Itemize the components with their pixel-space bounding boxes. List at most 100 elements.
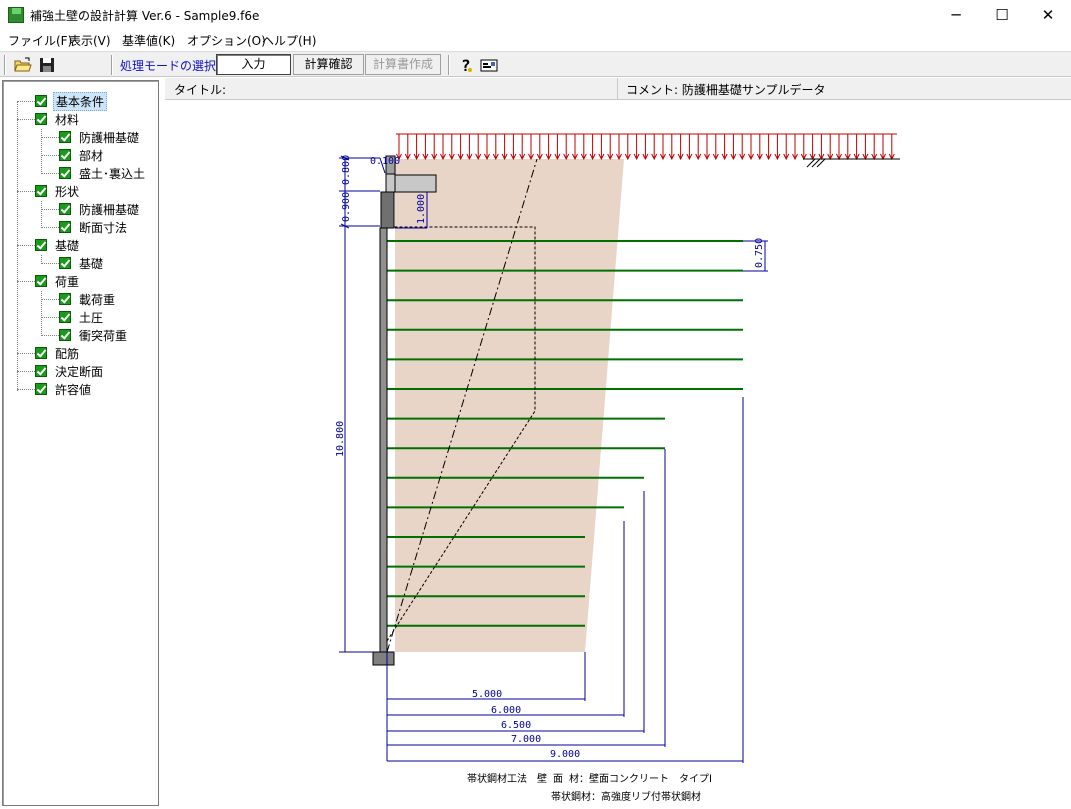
tree-item-label: 決定断面 xyxy=(55,364,104,379)
tree-item-materials-fence-foundation[interactable]: 防護柵基礎 xyxy=(59,128,141,146)
load-arrow xyxy=(748,134,754,161)
load-arrow xyxy=(510,134,517,161)
tree-item-members[interactable]: 部材 xyxy=(59,146,105,164)
checked-icon xyxy=(59,257,71,269)
load-arrow xyxy=(695,134,702,161)
tree-item-section-dimensions[interactable]: 断面寸法 xyxy=(59,218,129,236)
tree-connector xyxy=(41,227,59,228)
dim-length-5: 5.000 xyxy=(472,689,502,700)
dim-wall-height: 10.800 xyxy=(335,421,346,457)
tree-connector xyxy=(41,335,59,336)
fence-foundation xyxy=(380,155,437,229)
dim-fence-depth: 1.000 xyxy=(416,194,427,224)
close-button[interactable]: ✕ xyxy=(1041,6,1055,24)
minimize-button[interactable]: ─ xyxy=(951,6,961,24)
surcharge-load xyxy=(396,133,897,161)
load-arrow xyxy=(572,134,578,161)
menu-file[interactable]: ファイル(F) xyxy=(8,34,73,48)
tree-connector xyxy=(17,101,35,102)
title-field: タイトル: xyxy=(165,78,618,100)
tree-item-fill-soil[interactable]: 盛土･裏込土 xyxy=(59,164,147,182)
load-arrow xyxy=(501,134,508,161)
tree-item-surcharge[interactable]: 載荷重 xyxy=(59,290,117,308)
tree-item-earth-pressure[interactable]: 土圧 xyxy=(59,308,105,326)
card-icon[interactable] xyxy=(479,55,499,75)
toolbar: 処理モードの選択 入力 計算確認 計算書作成 ? xyxy=(0,51,1071,77)
load-arrow xyxy=(457,134,464,161)
tree-connector xyxy=(17,389,35,390)
load-arrow xyxy=(827,134,834,161)
tree-item-basic-conditions[interactable]: 基本条件 xyxy=(35,91,108,111)
load-arrow xyxy=(721,134,728,161)
load-arrow xyxy=(756,134,763,161)
tree-connector xyxy=(17,281,35,282)
toolbar-separator xyxy=(4,55,6,75)
title-bar: 補強土壁の設計計算 Ver.6 - Sample9.f6e ─ ☐ ✕ xyxy=(0,0,1071,30)
dimension-lines xyxy=(339,155,768,763)
load-arrow xyxy=(536,134,543,161)
tree-connector xyxy=(41,317,59,318)
tree-connector xyxy=(41,137,59,138)
load-arrow xyxy=(792,134,798,161)
menu-bar: ファイル(F) 表示(V) 基準値(K) オプション(O) ヘルプ(H) xyxy=(0,30,1071,50)
load-arrow xyxy=(413,134,420,161)
menu-view[interactable]: 表示(V) xyxy=(69,34,111,48)
tree-connector xyxy=(17,191,35,192)
load-arrow xyxy=(589,134,596,161)
tree-item-materials[interactable]: 材料 xyxy=(35,110,81,128)
tree-item-foundation[interactable]: 基礎 xyxy=(35,236,81,254)
menu-help[interactable]: ヘルプ(H) xyxy=(262,34,317,48)
load-arrow xyxy=(888,134,895,161)
checked-icon xyxy=(59,311,71,323)
dim-length-7: 7.000 xyxy=(511,734,541,745)
load-arrow xyxy=(774,134,781,161)
tree-connector xyxy=(41,173,59,174)
load-arrow xyxy=(668,134,675,161)
load-arrow xyxy=(853,134,860,161)
load-arrow xyxy=(598,134,605,161)
load-arrow xyxy=(404,134,411,161)
tree-item-collision-load[interactable]: 衝突荷重 xyxy=(59,326,129,344)
tree-item-loads[interactable]: 荷重 xyxy=(35,272,81,290)
checked-icon xyxy=(59,329,71,341)
input-mode-button[interactable]: 入力 xyxy=(216,54,291,75)
checked-icon xyxy=(35,383,47,395)
load-arrow xyxy=(580,134,587,161)
tree-item-label: 衝突荷重 xyxy=(79,328,128,343)
calc-check-button[interactable]: 計算確認 xyxy=(293,54,364,75)
load-arrow xyxy=(642,134,649,161)
drawing-canvas: 0.100 0.800 0.900 1.000 10.800 0.750 5.0… xyxy=(165,101,1071,809)
dim-top-offset: 0.100 xyxy=(370,156,400,167)
tree-connector xyxy=(41,129,42,174)
tree-item-label: 許容値 xyxy=(55,382,92,397)
comment-field: コメント: 防護柵基礎サンプルデータ xyxy=(626,83,826,97)
load-arrow xyxy=(809,134,816,161)
svg-text:?: ? xyxy=(461,56,471,75)
tree-item-shape-fence-foundation[interactable]: 防護柵基礎 xyxy=(59,200,141,218)
tree-item-reinforcement[interactable]: 配筋 xyxy=(35,344,81,362)
load-arrow xyxy=(818,134,825,161)
open-folder-icon[interactable] xyxy=(13,55,33,75)
tree-item-foundation-sub[interactable]: 基礎 xyxy=(59,254,105,272)
tree-item-shape[interactable]: 形状 xyxy=(35,182,81,200)
checked-icon xyxy=(59,149,71,161)
tree-item-allowable-values[interactable]: 許容値 xyxy=(35,380,93,398)
tree-item-design-section[interactable]: 決定断面 xyxy=(35,362,105,380)
menu-options[interactable]: オプション(O) xyxy=(187,34,266,48)
tree-connector xyxy=(41,299,59,300)
tree-connector xyxy=(41,263,59,264)
maximize-button[interactable]: ☐ xyxy=(995,6,1009,24)
save-icon[interactable] xyxy=(37,55,57,75)
dash-dot-slip-line xyxy=(386,158,538,653)
report-button[interactable]: 計算書作成 xyxy=(365,54,441,75)
load-arrow xyxy=(862,134,869,161)
load-arrow xyxy=(492,134,499,161)
dim-length-9: 9.000 xyxy=(550,749,580,760)
tree-item-label: 材料 xyxy=(55,112,80,127)
reinforcing-strips xyxy=(387,240,743,627)
load-arrow xyxy=(440,134,446,161)
tree-item-label: 基本条件 xyxy=(53,91,108,111)
load-arrow xyxy=(712,134,719,161)
help-icon[interactable]: ? xyxy=(456,55,476,75)
menu-standard-values[interactable]: 基準値(K) xyxy=(122,34,176,48)
